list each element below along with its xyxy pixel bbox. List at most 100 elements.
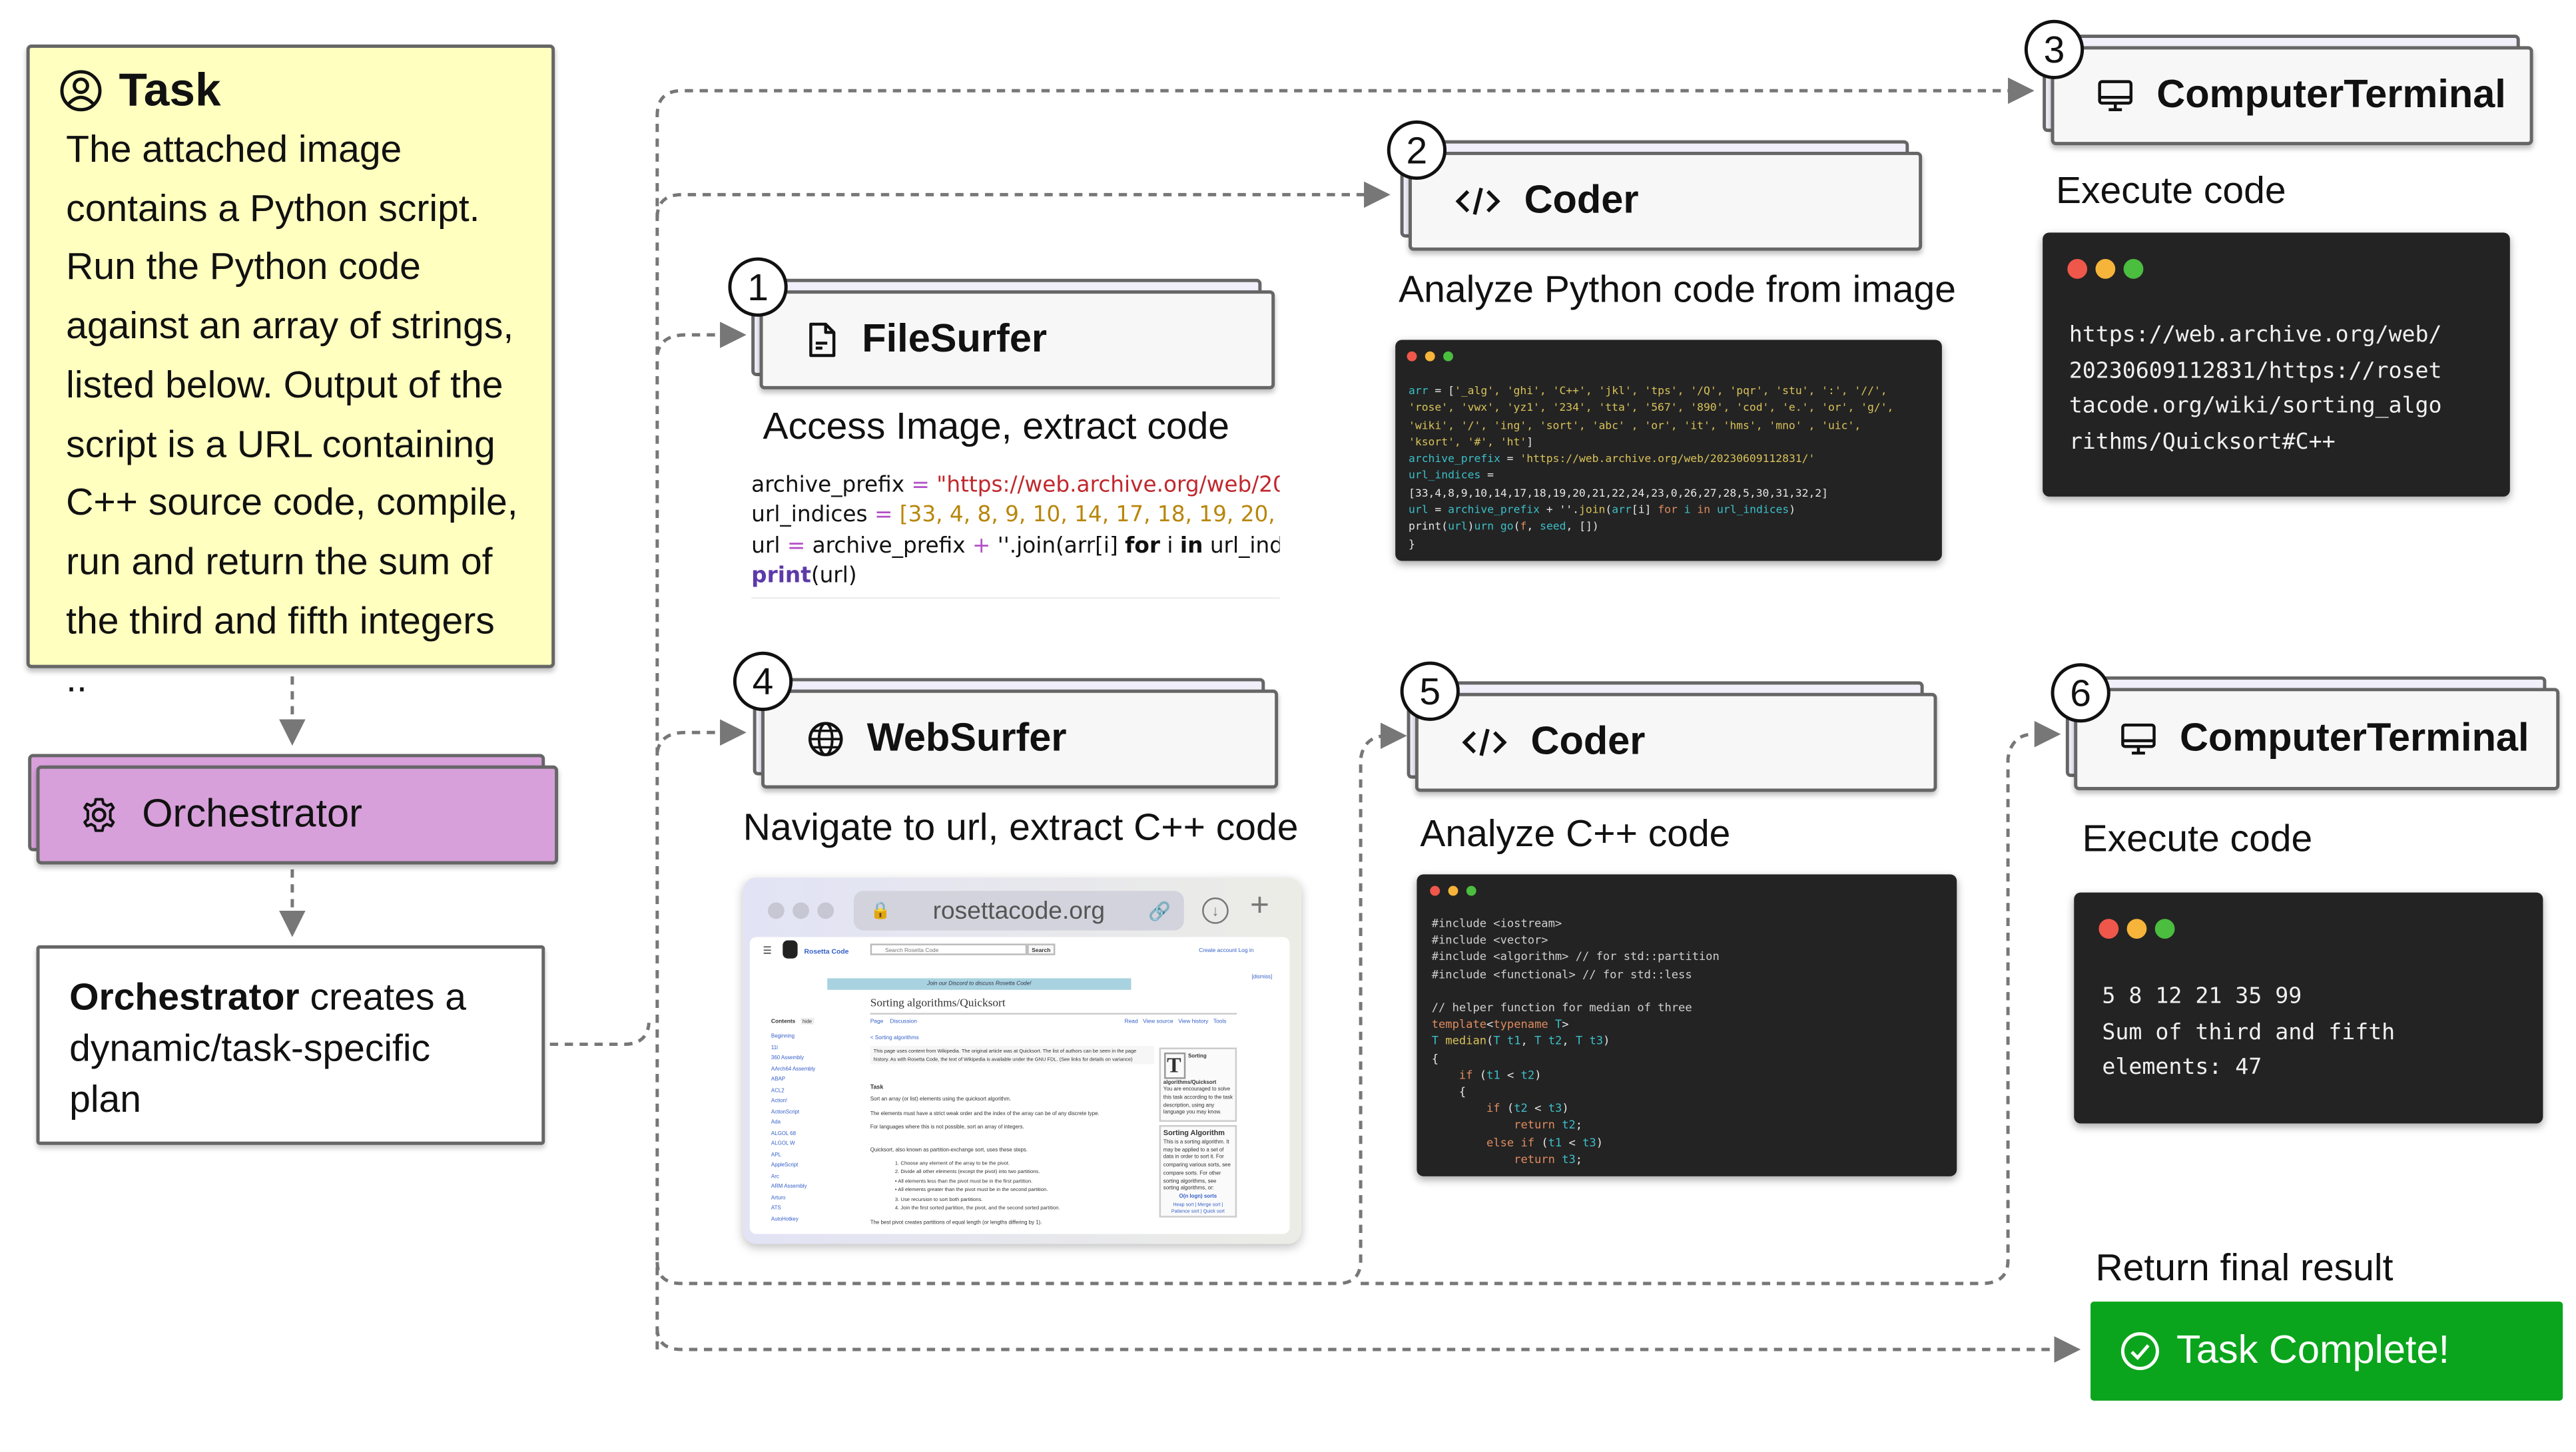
code-line: archive_prefix = 'https://web.archive.or… xyxy=(1409,451,1893,468)
code-token: in xyxy=(1179,534,1203,559)
new-tab-icon[interactable]: + xyxy=(1249,887,1269,924)
account-links[interactable]: Create account Log in xyxy=(1199,947,1254,954)
page-tab[interactable]: Page xyxy=(870,1017,884,1025)
code-token: T xyxy=(1431,1035,1439,1049)
code-line: // helper function for median of three xyxy=(1432,1000,1720,1017)
code-token: else if xyxy=(1431,1136,1535,1150)
search-placeholder: Search Rosetta Code xyxy=(885,947,939,954)
quicksort-step: 3. Use recursion to sort both partitions… xyxy=(894,1195,983,1202)
code-token: i xyxy=(1677,503,1698,517)
code-token: < xyxy=(1527,1102,1548,1116)
page-action[interactable]: Tools xyxy=(1213,1017,1227,1025)
task-text-line: listed below. Output of the xyxy=(66,362,503,406)
site-name[interactable]: Rosetta Code xyxy=(804,947,849,955)
toc-item[interactable]: ABAP xyxy=(771,1075,786,1083)
step-number-badge: 4 xyxy=(733,651,793,712)
code-line: else if (t1 < t3) xyxy=(1432,1134,1720,1151)
page-action[interactable]: Read xyxy=(1124,1017,1138,1025)
code-token: archive_prefix xyxy=(812,534,972,559)
toc-item[interactable]: Action! xyxy=(771,1096,788,1104)
step-number-badge: 1 xyxy=(728,257,788,317)
window-controls xyxy=(2067,259,2144,279)
code-token: t2 xyxy=(1554,1119,1576,1132)
link-icon[interactable]: 🔗 xyxy=(1147,901,1171,921)
breadcrumb[interactable]: < Sorting algorithms xyxy=(870,1034,919,1041)
toc-item[interactable]: 360 Assembly xyxy=(771,1054,805,1061)
code-token: #include <iostream> xyxy=(1431,917,1562,931)
code-line xyxy=(1432,983,1720,999)
code-token: join xyxy=(1579,503,1606,517)
code-token: (url) xyxy=(810,565,857,590)
search-button[interactable]: Search xyxy=(1027,943,1056,955)
toc-item[interactable]: ACL2 xyxy=(771,1086,785,1093)
step-number-badge: 3 xyxy=(2024,19,2085,79)
toc-item[interactable]: AutoHotkey xyxy=(771,1215,799,1222)
quicksort-step: • All elements less than the pivot must … xyxy=(894,1177,1033,1184)
task-sidebox: T Sorting algorithms/Quicksort You are e… xyxy=(1159,1047,1237,1121)
code-token: // helper function for median of three xyxy=(1431,1001,1692,1015)
code-token: ( xyxy=(1500,1102,1514,1116)
code-token: #include <algorithm> // for std::partiti… xyxy=(1431,951,1720,965)
code-token: , []) xyxy=(1566,520,1599,534)
page-action[interactable]: View history xyxy=(1178,1017,1209,1025)
code-token: archive_prefix xyxy=(1409,452,1500,466)
toc-item[interactable]: ActionScript xyxy=(771,1107,800,1114)
to-filesurfer-arrow xyxy=(655,322,747,356)
hide-toc-button[interactable]: hide xyxy=(801,1017,814,1025)
sorting-algorithm-sidebox: Sorting Algorithm This is a sorting algo… xyxy=(1159,1124,1237,1218)
task-text-line: against an array of strings, xyxy=(66,304,514,347)
dismiss-link[interactable]: [dismiss] xyxy=(1251,973,1273,980)
code-token: ( xyxy=(1472,1069,1487,1083)
page-title: Sorting algorithms/Quicksort xyxy=(870,996,1006,1010)
code-token: t3 xyxy=(1548,1102,1562,1116)
code-token: t2 xyxy=(1520,1069,1535,1083)
code-icon xyxy=(1454,183,1500,220)
code-token: , xyxy=(1562,1035,1576,1049)
plan-bold: Orchestrator xyxy=(69,975,300,1018)
code-token: ) xyxy=(1562,1102,1569,1116)
toc-item[interactable]: ALGOL 68 xyxy=(771,1129,797,1136)
python-code-window: arr = ['_alg', 'ghi', 'C++', 'jkl', 'tps… xyxy=(1395,340,1942,561)
code-token: if xyxy=(1431,1102,1500,1116)
toc-item[interactable]: 11l xyxy=(771,1043,778,1051)
code-token: < xyxy=(1562,1136,1583,1150)
task-complete-button[interactable]: Task Complete! xyxy=(2091,1302,2563,1401)
orchestrator-label: Orchestrator xyxy=(142,792,362,837)
code-token: ) xyxy=(1534,1069,1542,1083)
page-tab[interactable]: Discussion xyxy=(890,1017,917,1025)
search-input[interactable]: Search Rosetta Code xyxy=(870,943,1028,955)
user-circle-icon xyxy=(60,70,102,112)
sidebox-links[interactable]: Heap sort | Merge sort | Patience sort |… xyxy=(1171,1200,1225,1214)
task-paragraph: Quicksort, also known as partition-excha… xyxy=(870,1146,1028,1154)
sidebox-sub[interactable]: O(n logn) sorts xyxy=(1179,1192,1217,1200)
code-line: #include <functional> // for std::less xyxy=(1432,966,1720,983)
toc-item[interactable]: ALGOL W xyxy=(771,1140,795,1147)
code-token: ; xyxy=(1575,1152,1583,1166)
code-token: ( xyxy=(1486,1035,1494,1049)
code-token: ''.join(arr[i] xyxy=(990,534,1126,559)
toc-item[interactable]: Arc xyxy=(771,1172,779,1179)
code-token: t1 xyxy=(1548,1136,1562,1150)
toc-item[interactable]: Ada xyxy=(771,1118,781,1125)
toc-item[interactable]: ATS xyxy=(771,1204,781,1211)
menu-icon[interactable]: ☰ xyxy=(763,947,772,957)
toc-item[interactable]: ARM Assembly xyxy=(771,1182,807,1190)
code-token: print xyxy=(751,565,811,590)
code-token: 'rose', 'vwx', 'yz1', '234', 'tta', '567… xyxy=(1409,401,1894,415)
final-caption: Return final result xyxy=(2095,1245,2394,1289)
code-line: { xyxy=(1432,1051,1720,1067)
to-coder-2-arrow xyxy=(655,181,1391,218)
download-icon[interactable]: ↓ xyxy=(1202,897,1229,924)
toc-item[interactable]: Beginning xyxy=(771,1033,795,1040)
sidebar-boxes: T Sorting algorithms/Quicksort You are e… xyxy=(1159,1047,1237,1218)
discord-banner[interactable]: Join our Discord to discuss Rosetta Code… xyxy=(827,978,1131,989)
address-bar[interactable]: 🔒 rosettacode.org 🔗 xyxy=(853,891,1184,931)
toc-item[interactable]: AppleScript xyxy=(771,1161,799,1168)
toc-item[interactable]: APL xyxy=(771,1150,781,1158)
page-action[interactable]: View source xyxy=(1143,1017,1173,1025)
code-token: for xyxy=(1658,503,1678,517)
monitor-icon xyxy=(2097,77,2134,114)
toc-item[interactable]: Arturo xyxy=(771,1193,786,1200)
toc-item[interactable]: AArch64 Assembly xyxy=(771,1065,816,1072)
